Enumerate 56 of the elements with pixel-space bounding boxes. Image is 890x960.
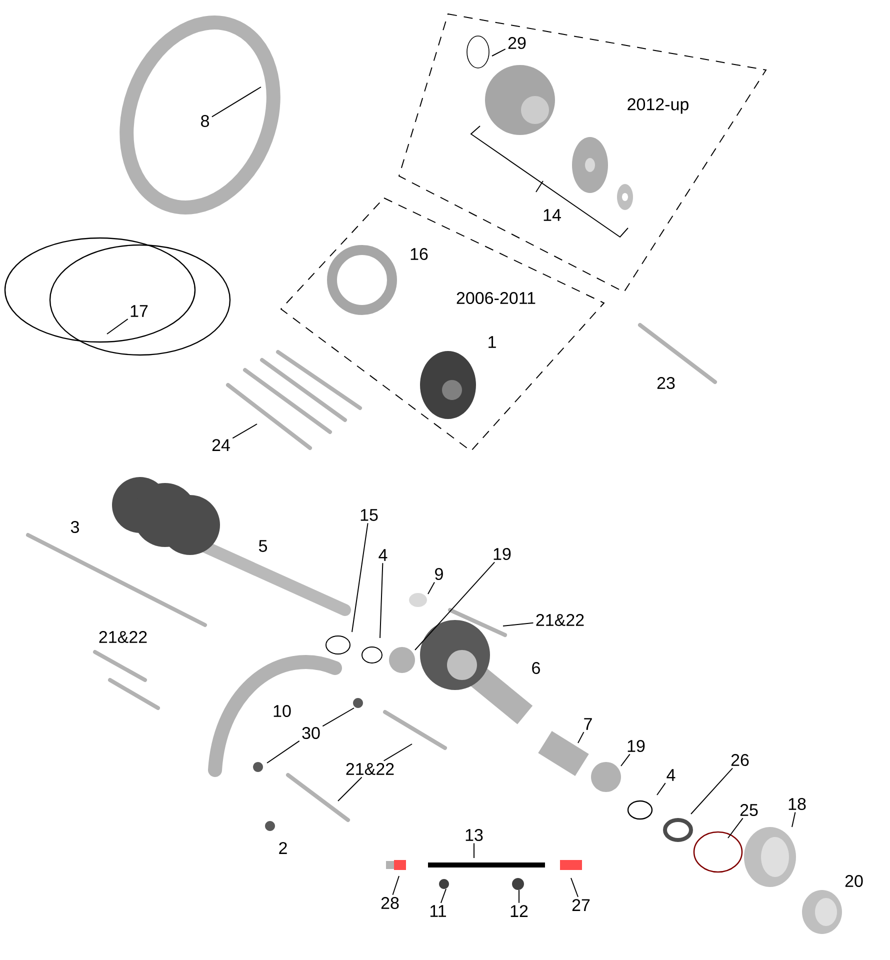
leader-line <box>502 622 534 626</box>
callout-number: 20 <box>845 874 863 888</box>
callout-number: 8 <box>201 114 209 128</box>
leader-line <box>232 424 258 439</box>
callout-number: 3 <box>70 520 79 534</box>
callout-number: 27 <box>572 899 590 911</box>
callout-number: 18 <box>788 798 806 810</box>
callout-number: 30 <box>302 726 320 740</box>
callout-number: 19 <box>494 548 511 560</box>
leader-line <box>211 86 262 118</box>
leader-line <box>338 776 362 802</box>
callout-number: 26 <box>731 754 749 766</box>
leader-line <box>392 876 400 896</box>
callout-number: 16 <box>410 248 428 260</box>
leader-line <box>620 754 630 766</box>
callout-number: 24 <box>212 439 230 451</box>
callout-number: 9 <box>435 568 443 580</box>
callout-number: 21&22 <box>346 762 394 776</box>
leader-line <box>570 878 578 898</box>
callout-number: 28 <box>381 896 399 910</box>
leader-line <box>656 782 666 796</box>
leader-line <box>428 582 435 594</box>
callout-number: 29 <box>508 36 526 50</box>
callout-number: 14 <box>544 209 561 221</box>
callout-number: 23 <box>657 376 675 390</box>
callout-number: 17 <box>130 305 148 317</box>
leader-line <box>380 562 384 638</box>
callout-number: 19 <box>628 740 645 752</box>
callout-number: 6 <box>532 662 540 674</box>
callout-number: 1 <box>488 336 496 348</box>
callout-number: 5 <box>258 540 267 552</box>
leader-line <box>518 890 520 904</box>
leader-line <box>266 740 300 764</box>
leader-line <box>440 888 446 904</box>
leader-line <box>322 708 354 727</box>
callout-number: 12 <box>510 905 528 917</box>
leader-line <box>352 522 368 632</box>
callout-number: 4 <box>666 769 676 781</box>
leader-line <box>728 818 744 838</box>
callout-number: 15 <box>360 509 378 521</box>
callout-number: 13 <box>466 828 483 842</box>
leader-line <box>414 562 496 650</box>
leader-line <box>578 732 584 744</box>
callout-number: 10 <box>274 704 291 718</box>
callout-number: 11 <box>430 905 446 917</box>
callout-number: 21&22 <box>99 630 147 644</box>
leader-line <box>690 768 734 814</box>
leader-line <box>792 812 796 828</box>
leader-line <box>492 48 506 56</box>
leader-line <box>106 318 128 334</box>
callout-number: 21&22 <box>536 614 584 626</box>
callout-number: 2 <box>279 842 287 854</box>
leader-line <box>383 744 412 762</box>
callout-number: 7 <box>584 718 592 730</box>
callout-number: 25 <box>740 804 758 816</box>
callout-number: 4 <box>378 549 388 561</box>
